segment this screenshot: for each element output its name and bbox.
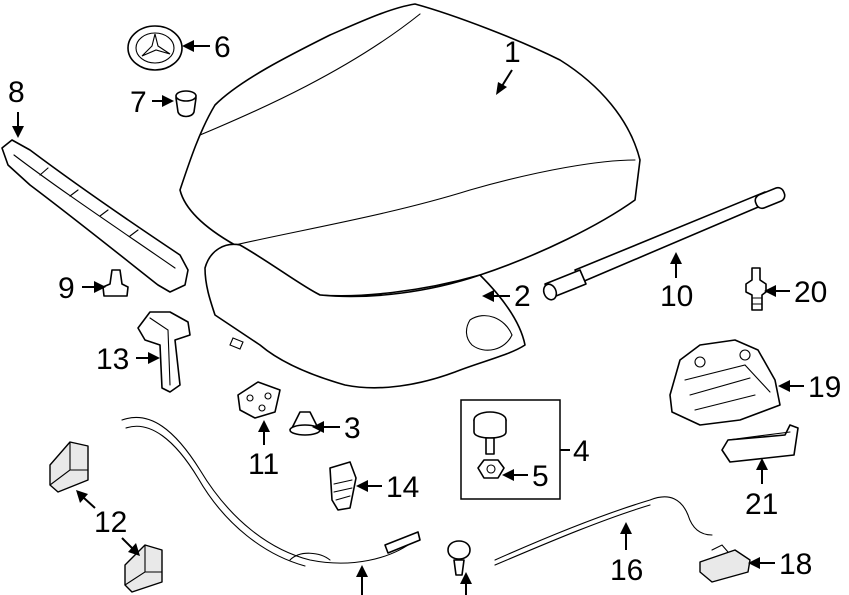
part-clip-18	[699, 544, 751, 583]
part-release-cable	[121, 416, 421, 567]
callout-1: 1	[504, 36, 521, 69]
callout-10: 10	[660, 280, 693, 313]
callout-9: 9	[58, 272, 75, 305]
part-bracket-21	[721, 424, 799, 463]
callout-8: 8	[8, 76, 25, 109]
callout-18: 18	[779, 548, 812, 581]
part-clip-3	[289, 411, 321, 436]
callout-3: 3	[344, 412, 361, 445]
part-insulation	[204, 243, 526, 389]
callout-7: 7	[130, 86, 147, 119]
callout-4: 4	[573, 435, 590, 468]
part-block-12-upper	[49, 441, 89, 493]
part-bracket-13	[137, 311, 191, 393]
part-latch-19	[669, 339, 781, 426]
part-plate-11	[237, 381, 281, 419]
callout-labels: 1 2 3 4 5 6 7 8 9 10 11 12 13 14 16 18 1…	[8, 31, 841, 587]
part-emblem	[127, 25, 183, 71]
part-grommet	[175, 90, 197, 118]
part-gas-strut	[542, 186, 786, 301]
part-fastener-14	[329, 461, 357, 511]
callout-16: 16	[610, 554, 643, 587]
part-clip-9	[102, 269, 129, 297]
callout-21: 21	[745, 488, 778, 521]
part-block-12-lower	[124, 544, 163, 593]
callout-13: 13	[96, 343, 129, 376]
callout-14: 14	[386, 471, 419, 504]
callout-19: 19	[808, 371, 841, 404]
callout-20: 20	[794, 276, 827, 309]
part-cable-16	[447, 496, 713, 576]
callout-6: 6	[214, 31, 231, 64]
callout-2: 2	[514, 280, 531, 313]
part-bolt-20	[745, 267, 767, 311]
part-seal-rail	[1, 139, 189, 293]
callout-5: 5	[532, 460, 549, 493]
leader-lines	[12, 40, 804, 595]
callout-12: 12	[94, 506, 127, 539]
callout-11: 11	[248, 448, 279, 481]
